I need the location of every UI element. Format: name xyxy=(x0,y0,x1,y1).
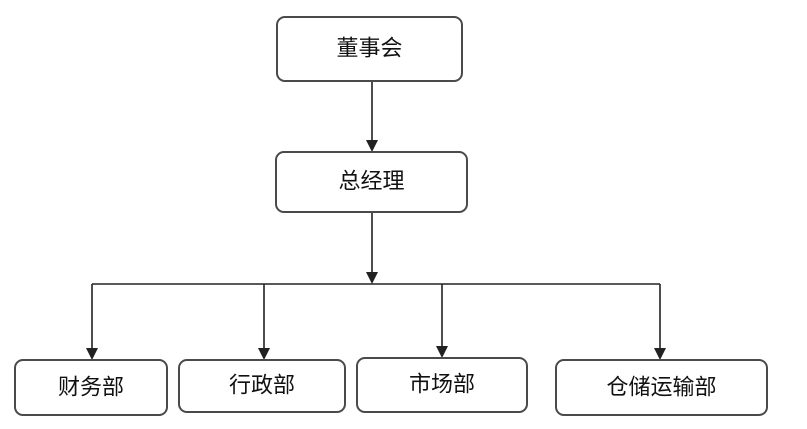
arrowhead-marketing xyxy=(436,346,448,358)
node-department-marketing: 市场部 xyxy=(356,357,528,413)
node-board-label: 董事会 xyxy=(336,37,402,62)
node-department-admin-label: 行政部 xyxy=(229,374,295,399)
node-board: 董事会 xyxy=(276,16,463,82)
node-department-admin: 行政部 xyxy=(178,359,346,413)
node-department-marketing-box xyxy=(356,357,528,413)
arrowhead-logistics xyxy=(654,348,666,360)
node-department-logistics-box xyxy=(555,359,768,416)
arrowhead-finance xyxy=(86,348,98,360)
arrowhead-manager xyxy=(366,140,378,152)
connectors xyxy=(86,81,666,360)
node-department-marketing-label: 市场部 xyxy=(409,373,475,398)
node-department-logistics: 仓储运输部 xyxy=(555,359,768,416)
node-general-manager-box xyxy=(275,151,468,213)
arrowhead-bar xyxy=(366,272,378,284)
node-department-finance-box xyxy=(14,359,168,416)
node-board-box xyxy=(276,16,463,82)
node-department-logistics-label: 仓储运输部 xyxy=(606,376,716,401)
node-department-finance: 财务部 xyxy=(14,359,168,416)
node-department-finance-label: 财务部 xyxy=(58,376,124,401)
node-department-admin-box xyxy=(178,359,346,413)
arrowhead-admin xyxy=(258,348,270,360)
node-general-manager-label: 总经理 xyxy=(338,170,404,195)
node-general-manager: 总经理 xyxy=(275,151,468,213)
